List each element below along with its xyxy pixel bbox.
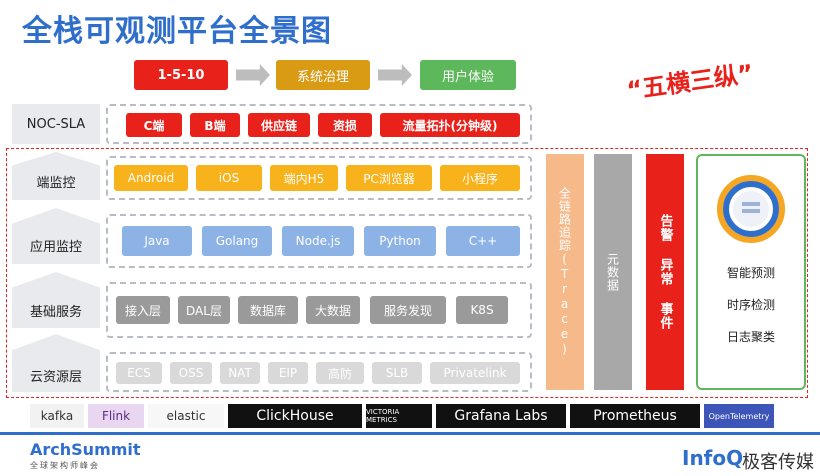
- layer-app-label: 应用监控: [12, 228, 100, 262]
- trace-bar: 全链路追踪(Trace): [546, 154, 584, 390]
- layer-noc-label: NOC-SLA: [12, 104, 100, 144]
- app-item: C++: [446, 226, 520, 256]
- infra-item: 大数据: [306, 296, 360, 324]
- cloud-item: OSS: [170, 362, 212, 384]
- footer-right-brand: InfoQ: [682, 446, 743, 470]
- ai-item: 智能预测: [698, 264, 804, 281]
- layer-infra-label: 基础服务: [12, 294, 100, 326]
- footer-left-brand: ArchSummit: [30, 440, 141, 459]
- footer-bar: [0, 432, 820, 435]
- footer-right-cn: 极客传媒: [742, 448, 814, 474]
- ai-item: 时序检测: [698, 296, 804, 313]
- noc-item: B端: [190, 113, 240, 137]
- infra-item: 数据库: [238, 296, 298, 324]
- flow-step-3: 用户体验: [420, 60, 516, 90]
- client-item: PC浏览器: [346, 165, 432, 191]
- layer-client-label: 端监控: [12, 166, 100, 196]
- logo-clickhouse: ClickHouse: [228, 404, 362, 428]
- ai-item: 日志聚类: [698, 328, 804, 345]
- logo-elastic: elastic: [148, 404, 224, 428]
- arrow-right-icon: [236, 64, 270, 86]
- layer-cloud-label: 云资源层: [12, 360, 100, 390]
- noc-item: 供应链: [248, 113, 310, 137]
- logo-prometheus: Prometheus: [570, 404, 700, 428]
- cloud-item: 高防: [316, 362, 364, 384]
- infra-item: K8S: [456, 296, 508, 324]
- aiops-cycle-icon: [716, 174, 786, 244]
- noc-item: C端: [126, 113, 182, 137]
- page-title: 全栈可观测平台全景图: [22, 6, 332, 50]
- client-item: 端内H5: [270, 165, 338, 191]
- client-item: iOS: [196, 165, 262, 191]
- slogan: “五横三纵”: [624, 53, 755, 105]
- cloud-item: NAT: [220, 362, 260, 384]
- client-item: 小程序: [440, 165, 520, 191]
- app-item: Golang: [202, 226, 272, 256]
- app-item: Python: [364, 226, 436, 256]
- metadata-bar: 元数据: [594, 154, 632, 390]
- noc-item: 资损: [318, 113, 372, 137]
- flow-step-1: 1-5-10: [134, 60, 228, 90]
- client-row: Android iOS 端内H5 PC浏览器 小程序: [106, 156, 532, 200]
- infra-item: 接入层: [116, 296, 170, 324]
- app-item: Java: [122, 226, 192, 256]
- app-row: Java Golang Node.js Python C++: [106, 214, 532, 268]
- client-item: Android: [114, 165, 188, 191]
- noc-row: C端 B端 供应链 资损 流量拓扑(分钟级): [106, 104, 532, 144]
- infra-item: DAL层: [178, 296, 230, 324]
- alert-bar: 告警 异常 事件: [646, 154, 684, 390]
- cloud-item: Privatelink: [430, 362, 520, 384]
- infra-item: 服务发现: [370, 296, 446, 324]
- logo-opentelemetry: OpenTelemetry: [704, 404, 774, 428]
- ai-panel: 智能预测 时序检测 日志聚类: [696, 154, 806, 390]
- logo-victoria-metrics: VICTORIA METRICS: [366, 404, 432, 428]
- cloud-row: ECS OSS NAT EIP 高防 SLB Privatelink: [106, 352, 532, 392]
- logo-flink: Flink: [88, 404, 144, 428]
- logo-kafka: kafka: [30, 404, 84, 428]
- infra-row: 接入层 DAL层 数据库 大数据 服务发现 K8S: [106, 282, 532, 338]
- app-item: Node.js: [282, 226, 354, 256]
- flow-step-2: 系统治理: [276, 60, 370, 90]
- cloud-item: SLB: [372, 362, 422, 384]
- cloud-item: EIP: [268, 362, 308, 384]
- footer-left-sub: 全球架构师峰会: [30, 460, 100, 471]
- cloud-item: ECS: [116, 362, 162, 384]
- logo-grafana: Grafana Labs: [436, 404, 566, 428]
- arrow-right-icon: [378, 64, 412, 86]
- noc-item: 流量拓扑(分钟级): [380, 113, 520, 137]
